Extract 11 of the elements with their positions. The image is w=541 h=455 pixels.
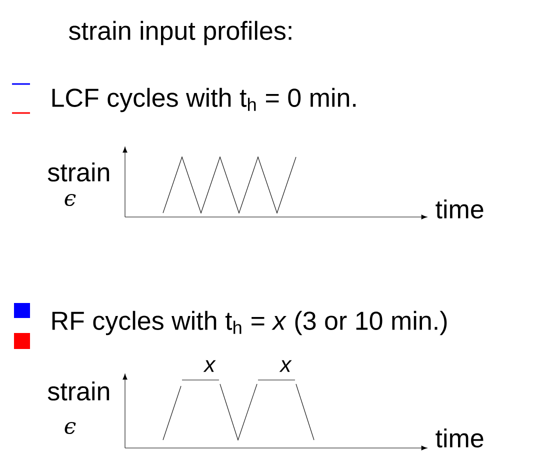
- axis-symbol: ϵ: [64, 422, 76, 434]
- hold-label: x: [203, 360, 216, 372]
- axis-symbol: ϵ: [64, 194, 76, 206]
- legend-text: LCF cycles with t$_{h}$ = 0 min.: [52, 88, 356, 112]
- hold-label: x: [279, 360, 292, 372]
- axis-label: strain: [48, 162, 110, 182]
- title: strain input profiles:: [69, 20, 292, 46]
- axis-label: time: [436, 428, 484, 448]
- axis-label: time: [436, 199, 484, 219]
- legend-text: RF cycles with t$_{h}$ = x (3 or 10 min.): [52, 310, 447, 336]
- axis-label: strain: [48, 381, 110, 401]
